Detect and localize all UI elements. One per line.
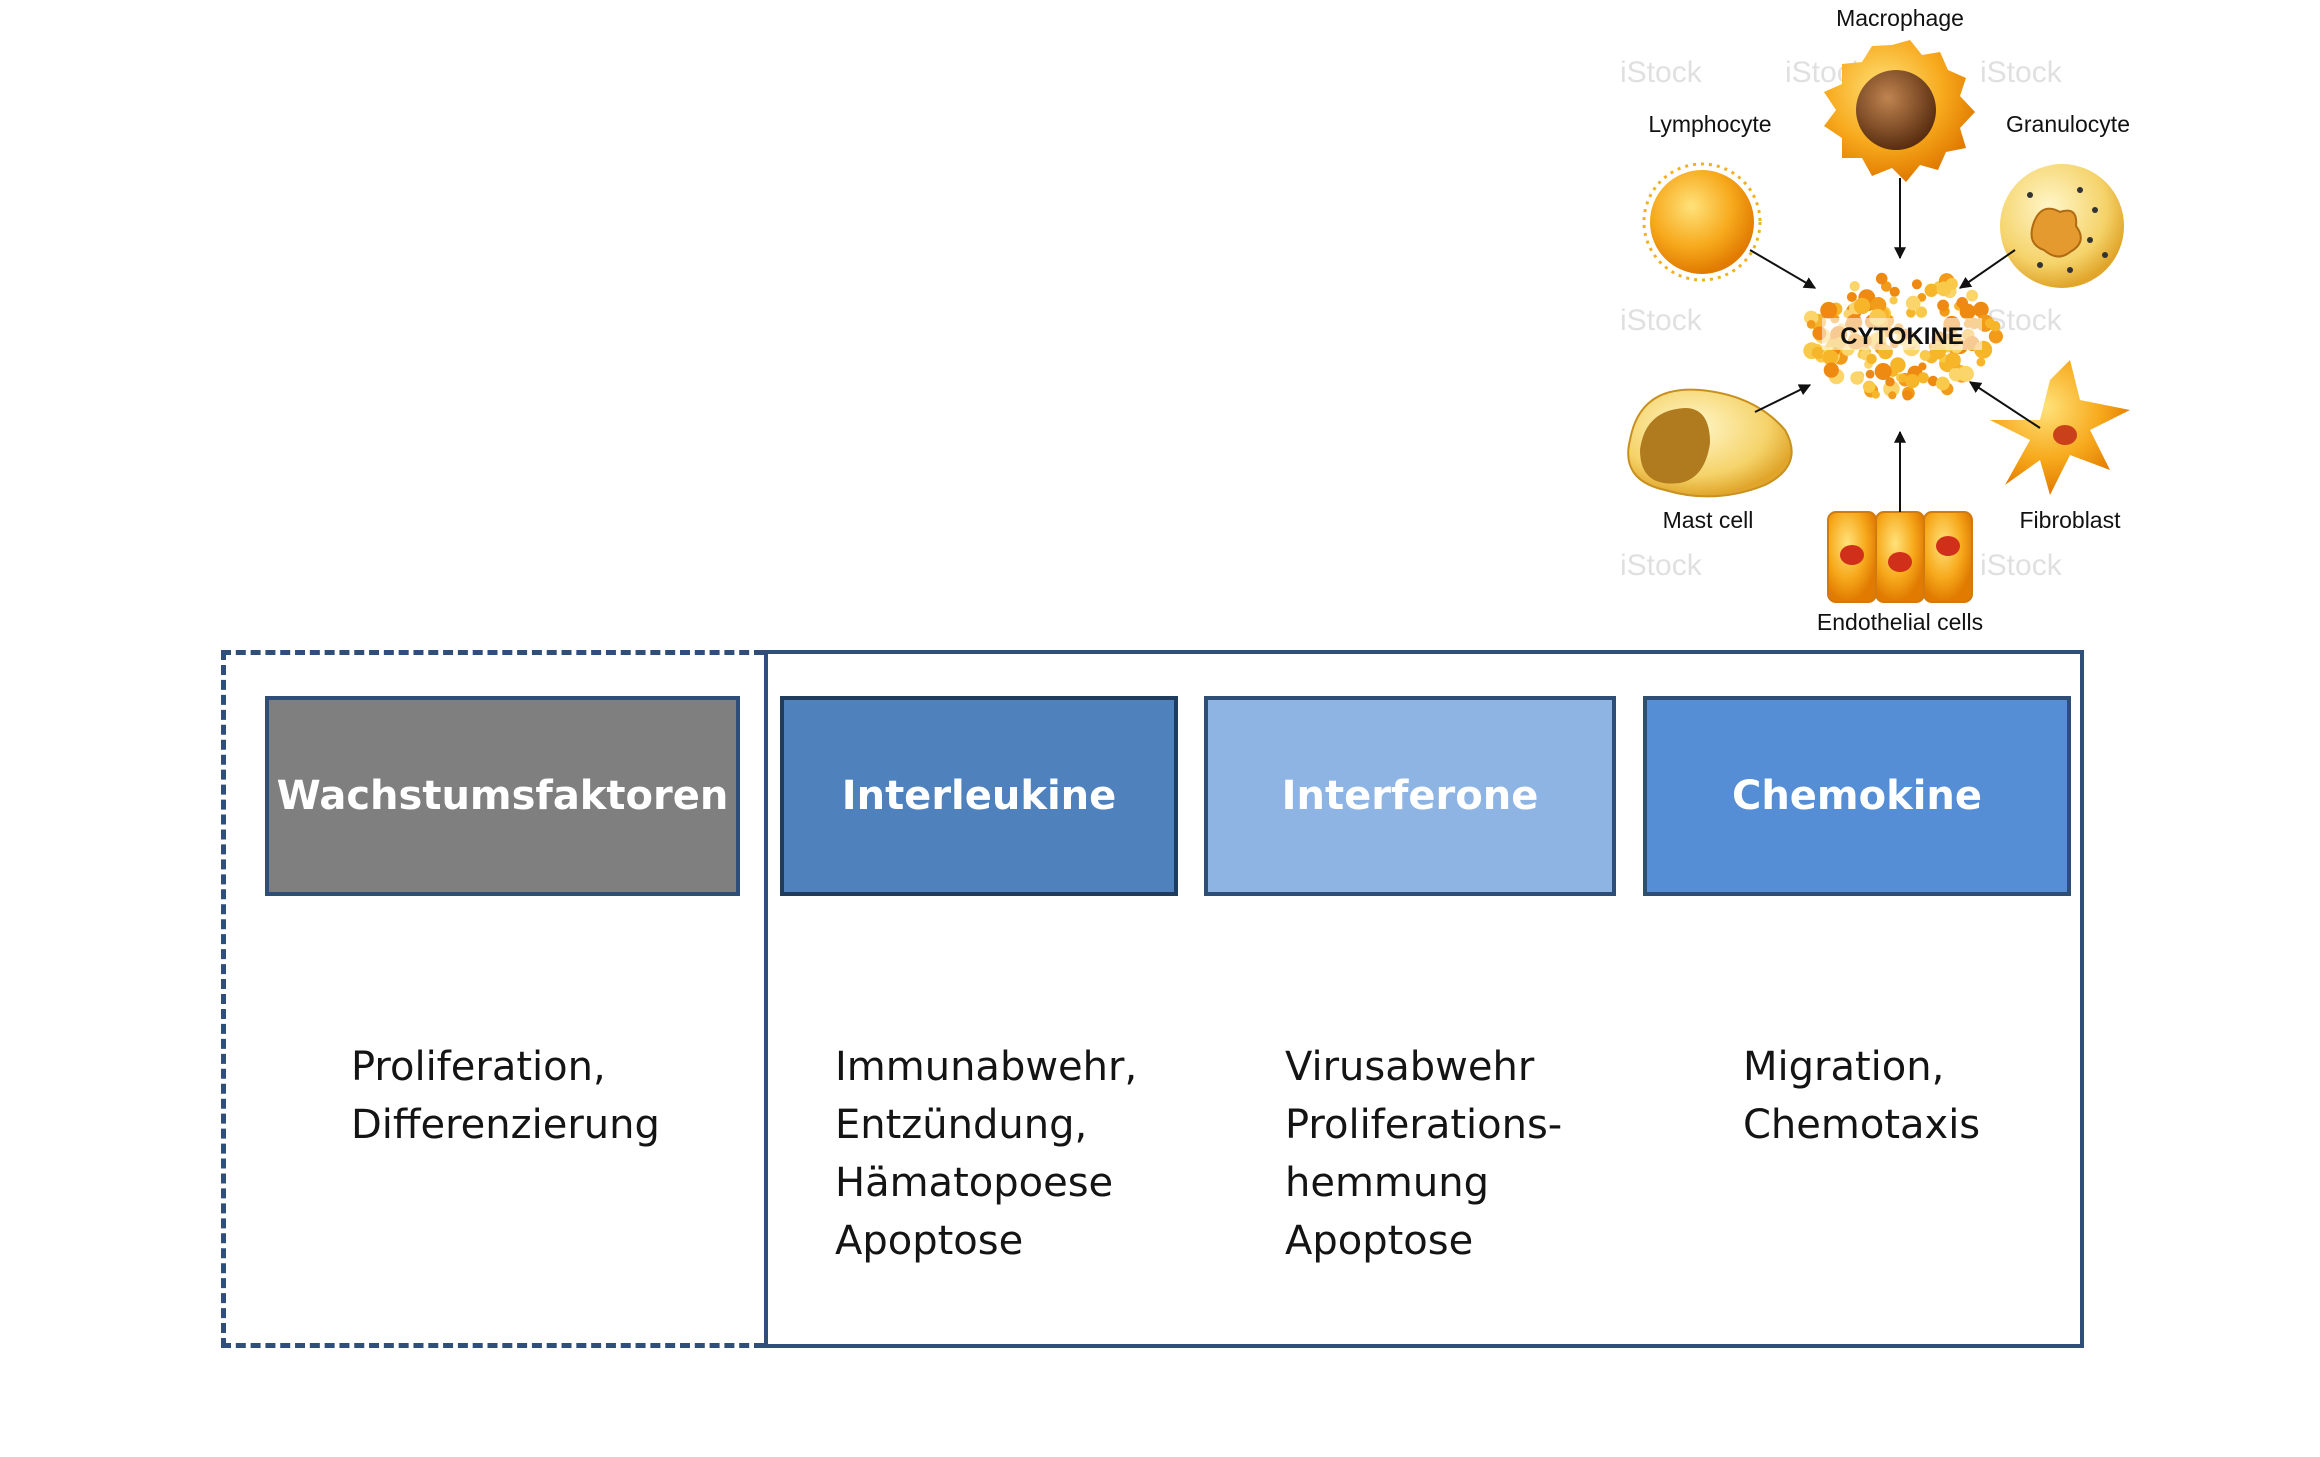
category-label: Wachstumsfaktoren [276,773,729,819]
cytokine-granule [1956,297,1968,309]
lymphocyte-label: Lymphocyte [1648,111,1771,137]
arrows [1749,178,2041,512]
granulocyte-cell [2000,164,2124,288]
cytokine-granule [1862,380,1876,394]
growth-factor-frame [221,650,764,1348]
cytokine-granule [1906,308,1916,318]
category-interleukine: Interleukine [780,696,1178,896]
cytokine-granule [1885,377,1895,387]
cytokine-granule [1976,357,1986,367]
cytokine-granule [1902,390,1913,401]
watermark-text: iStock [1620,549,1703,582]
cytokine-granule [1853,297,1871,315]
cytokine-granule [1918,362,1927,371]
cytokine-granule [1811,346,1825,359]
mast-cell-label: Mast cell [1663,507,1754,533]
lymphocyte-cell [1642,162,1762,282]
cytokine-illustration: iStock iStock iStock iStock iStock iStoc… [1620,5,2130,635]
description-interleukine: Immunabwehr, Entzündung, Hämatopoese Apo… [835,1044,1138,1264]
cytokine-granule [1924,283,1938,297]
cytokine-granule [1973,301,1989,318]
cytokine-granule [1822,349,1839,366]
cytokine-granule [1823,362,1839,378]
cytokine-granule [1889,286,1900,297]
description-interferone: Virusabwehr Proliferations- hemmung Apop… [1285,1044,1563,1264]
cytokine-granule [1919,350,1931,361]
fibroblast-cell [1990,360,2130,495]
macrophage-label: Macrophage [1836,5,1964,31]
arrow-granulocyte [1959,249,2016,289]
arrow-lymphocyte [1749,249,1817,289]
description-wachstumsfaktoren: Proliferation, Differenzierung [351,1044,660,1148]
cytokine-granule [1905,374,1920,389]
watermark-text: iStock [1620,304,1703,337]
cytokine-granule [1804,310,1819,325]
cytokine-granule [1937,299,1949,312]
cytokine-granule [1849,281,1860,292]
cytokine-granule [1898,373,1908,383]
arrow-mast-cell [1754,384,1812,413]
cytokine-granule [1874,363,1892,380]
cytokine-granule [1935,376,1950,391]
mast-cell [1627,388,1793,498]
cytokine-granule [1875,272,1888,285]
granulocyte-label: Granulocyte [2006,111,2130,137]
category-label: Chemokine [1731,773,1983,819]
cytokine-granule [1888,391,1897,400]
endothelial-cells [1827,511,1973,603]
watermark-text: iStock [1980,56,2063,89]
cytokine-granule [1889,296,1898,305]
watermark-text: iStock [1620,56,1703,89]
cytokine-granule [1866,353,1877,365]
description-chemokine: Migration, Chemotaxis [1743,1044,1981,1148]
watermark-text: iStock [1980,549,2063,582]
cytokine-granule [1911,279,1922,290]
cytokine-granule [1865,369,1875,379]
fibroblast-label: Fibroblast [2020,507,2122,533]
arrow-fibroblast [1968,381,2041,429]
cytokine-granule [1927,375,1939,387]
macrophage-cell [1824,40,1975,182]
cytokine-granule [1905,295,1921,311]
cytokine-granule [1957,365,1974,382]
cytokine-label: CYTOKINE [1840,323,1964,350]
cytokine-granule [1917,372,1929,384]
cytokine-granule [1988,329,2003,344]
category-chemokine: Chemokine [1643,696,2071,896]
cytokine-granule [1850,371,1864,385]
category-interferone: Interferone [1204,696,1616,896]
cytokine-granule [1871,390,1880,399]
cytokine-cluster: CYTOKINE [1803,272,2003,401]
category-label: Interferone [1281,773,1539,819]
cytokine-granule [1945,277,1958,290]
cytokine-granule [1846,292,1857,302]
endothelial-label: Endothelial cells [1817,609,1983,635]
cytokine-granule [1820,301,1838,319]
cytokine-granule [1806,320,1816,329]
cytokine-granule [1915,306,1928,318]
cytokine-granule [1966,289,1978,302]
cytokine-granule [1945,352,1961,369]
cytokine-class-frame [764,650,2084,1348]
category-label: Interleukine [841,773,1117,819]
cytokine-granule [1989,320,2001,332]
cytokine-granule [1870,297,1887,313]
category-wachstumsfaktoren: Wachstumsfaktoren [265,696,740,896]
